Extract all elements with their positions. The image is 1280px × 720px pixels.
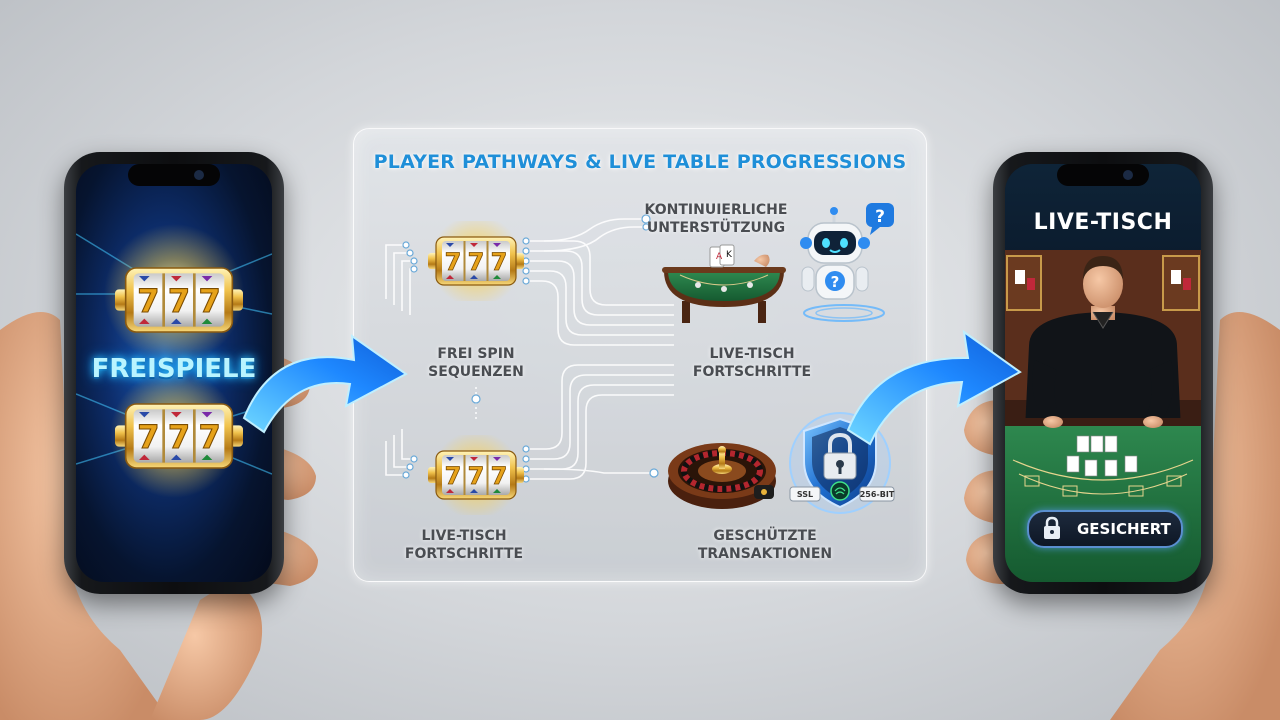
arrow-icon <box>846 329 1022 446</box>
diagram-panel: PLAYER PATHWAYS & LIVE TABLE PROGRESSION… <box>353 128 927 582</box>
slot-machine-icon <box>427 221 525 301</box>
left-phone-screen: FREISPIELE <box>76 164 272 582</box>
security-shield-icon: SSL 256-BIT <box>789 412 895 514</box>
diagram-title: PLAYER PATHWAYS & LIVE TABLE PROGRESSION… <box>373 151 907 173</box>
svg-text:?: ? <box>831 273 840 291</box>
support-robot-icon: ? ? <box>800 203 894 322</box>
label-continuous-support: KONTINUIERLICHE UNTERSTÜTZUNG <box>644 202 788 236</box>
bit-tag: 256-BIT <box>860 490 895 499</box>
padlock-icon <box>1044 516 1060 539</box>
arrow-icon <box>242 333 408 434</box>
left-phone: FREISPIELE <box>64 152 284 594</box>
flow-connectors <box>385 214 674 483</box>
svg-text:K: K <box>726 250 733 260</box>
freispiele-label: FREISPIELE <box>91 354 257 384</box>
secure-badge: GESICHERT <box>1027 510 1183 548</box>
ssl-tag: SSL <box>797 490 813 499</box>
slot-machine-icon <box>427 435 525 515</box>
slot-machine-icon <box>113 402 245 470</box>
right-phone: LIVE-TISCH <box>993 152 1213 594</box>
slot-machine-icon <box>113 266 245 334</box>
right-phone-screen: LIVE-TISCH <box>1005 164 1201 582</box>
phone-notch <box>1057 164 1149 186</box>
svg-text:?: ? <box>875 207 885 227</box>
roulette-wheel-icon <box>668 443 776 509</box>
live-tisch-title: LIVE-TISCH <box>1033 210 1173 235</box>
secure-label: GESICHERT <box>1077 520 1171 538</box>
label-protected-transactions: GESCHÜTZTE TRANSAKTIONEN <box>697 528 833 562</box>
label-live-table-progress-middle: LIVE-TISCH FORTSCHRITTE <box>692 346 812 380</box>
phone-notch <box>128 164 220 186</box>
label-live-table-progress-bottom: LIVE-TISCH FORTSCHRITTE <box>404 528 524 562</box>
label-free-spin-sequences: FREI SPIN SEQUENZEN <box>428 346 524 380</box>
svg-text:A: A <box>716 252 723 262</box>
